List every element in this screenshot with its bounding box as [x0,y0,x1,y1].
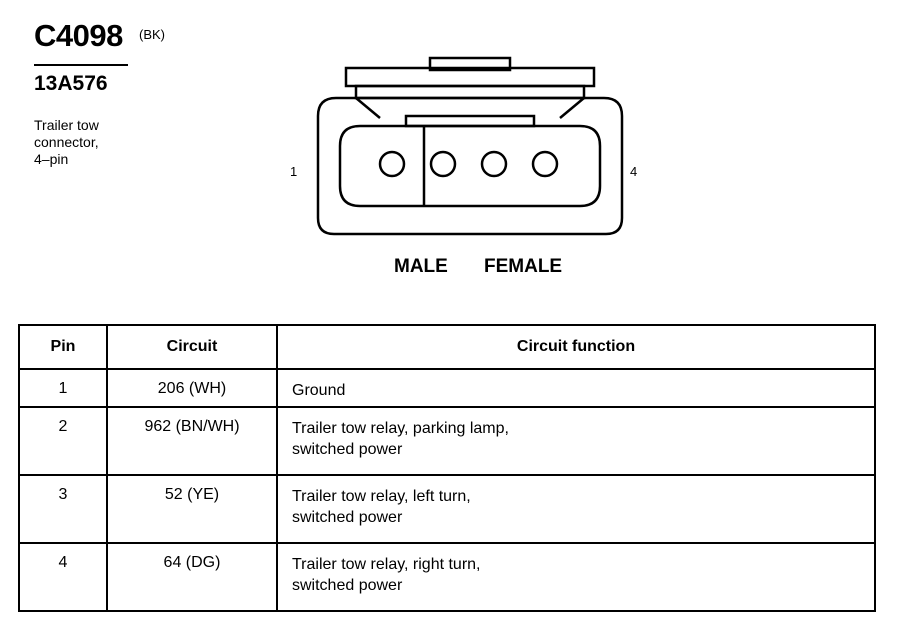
function-line: Ground [292,382,346,399]
table-header-row: Pin Circuit Circuit function [18,324,876,370]
pin-cavity-3 [480,150,508,178]
pin-label-left: 1 [290,164,298,179]
connector-key-slot [404,114,536,128]
function-line: Trailer tow relay, parking lamp, [292,420,509,437]
connector-shell-chamfers [355,97,585,119]
function-line: Trailer tow relay, right turn, [292,556,481,573]
connector-latch-base [354,84,586,100]
circuit-cell: 962 (BN/WH) [106,406,278,476]
male-label: MALE [394,256,448,277]
function-line: Trailer tow relay, left turn, [292,488,471,505]
function-line: switched power [292,441,403,458]
connector-id: C4098 [34,18,123,53]
connector-description-line: connector, [34,134,99,150]
function-cell: Trailer tow relay, left turn, switched p… [276,474,876,544]
function-cell: Trailer tow relay, parking lamp, switche… [276,406,876,476]
pin-cell: 3 [18,474,108,544]
title-divider [34,64,128,66]
connector-description-line: Trailer tow [34,117,99,133]
circuit-cell: 52 (YE) [106,474,278,544]
header-circuit-function: Circuit function [276,324,876,370]
table-row: 4 64 (DG) Trailer tow relay, right turn,… [18,542,876,612]
pin-cavity-1 [378,150,406,178]
pin-cell: 1 [18,368,108,408]
connector-description-line: 4–pin [34,151,69,167]
function-cell: Trailer tow relay, right turn, switched … [276,542,876,612]
connector-face [338,124,602,208]
connector-shell [316,96,624,236]
pinout-table: Pin Circuit Circuit function 1 206 (WH) … [18,324,876,612]
pin-cell: 2 [18,406,108,476]
pin-cavity-2 [429,150,457,178]
pin-label-right: 4 [630,164,638,179]
pin-cavity-4 [531,150,559,178]
table-row: 3 52 (YE) Trailer tow relay, left turn, … [18,474,876,544]
female-label: FEMALE [484,256,563,277]
table-row: 1 206 (WH) Ground [18,368,876,408]
table-row: 2 962 (BN/WH) Trailer tow relay, parking… [18,406,876,476]
circuit-cell: 206 (WH) [106,368,278,408]
header-circuit: Circuit [106,324,278,370]
function-line: switched power [292,577,403,594]
header-pin: Pin [18,324,108,370]
connector-top-tab [428,56,512,72]
connector-drawing [316,56,624,236]
part-number: 13A576 [34,72,108,95]
connector-color-code: (BK) [139,27,165,42]
function-line: switched power [292,509,403,526]
function-cell: Ground [276,368,876,408]
circuit-cell: 64 (DG) [106,542,278,612]
pin-cell: 4 [18,542,108,612]
